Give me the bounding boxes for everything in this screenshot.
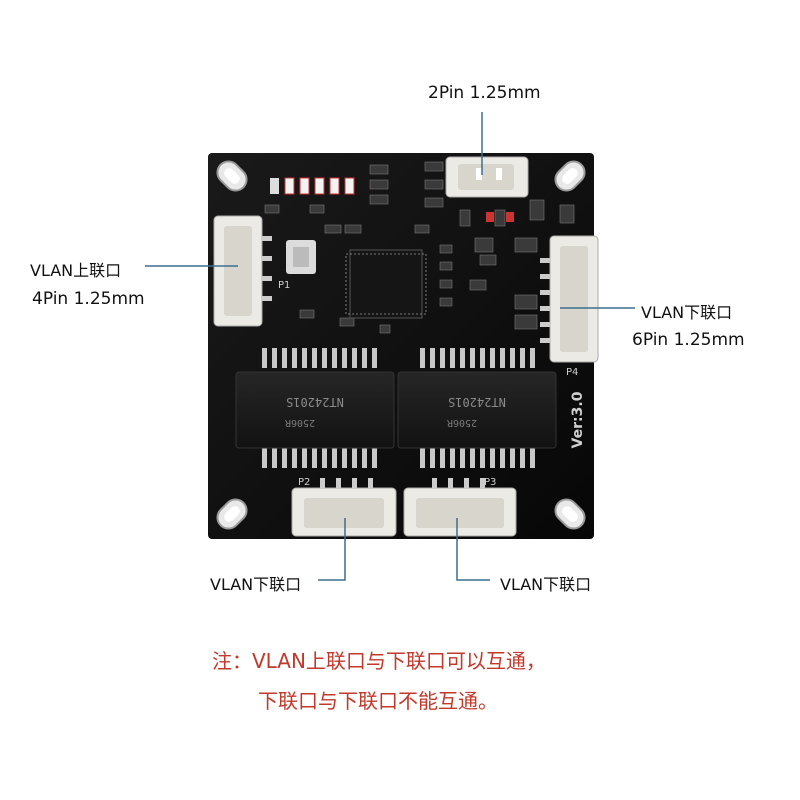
transformer-pins-bottom bbox=[262, 448, 535, 468]
chip-right-date: 2506R bbox=[446, 417, 477, 428]
connector-p3-bottom bbox=[403, 478, 517, 537]
p4-silkscreen: P4 bbox=[566, 367, 578, 378]
smd-components bbox=[264, 161, 575, 334]
label-bottom-left: VLAN下联口 bbox=[210, 575, 302, 594]
p1-silkscreen: P1 bbox=[278, 280, 290, 291]
connector-4pin-left bbox=[213, 215, 272, 327]
note-line-1: 注：VLAN上联口与下联口可以互通， bbox=[212, 649, 546, 673]
p2-silkscreen: P2 bbox=[298, 477, 310, 488]
mounting-holes bbox=[216, 160, 586, 530]
leader-lines bbox=[145, 112, 635, 581]
label-right-spec: 6Pin 1.25mm bbox=[632, 330, 745, 350]
chip-left-label: NT24201S bbox=[286, 395, 344, 409]
note-line-2: 下联口与下联口不能互通。 bbox=[258, 689, 498, 713]
p3-silkscreen: P3 bbox=[484, 477, 496, 488]
status-leds bbox=[270, 177, 355, 195]
label-2pin: 2Pin 1.25mm bbox=[428, 83, 541, 103]
transformer-left bbox=[235, 371, 395, 449]
connector-2pin-top bbox=[445, 156, 529, 198]
label-bottom-right: VLAN下联口 bbox=[500, 575, 592, 594]
label-left-name: VLAN上联口 bbox=[30, 261, 122, 280]
transformer-right bbox=[397, 371, 557, 449]
chip-left-date: 2506R bbox=[284, 417, 315, 428]
switch-ic bbox=[345, 249, 427, 319]
connector-6pin-right bbox=[540, 235, 599, 363]
chip-right-label: NT24201S bbox=[448, 395, 506, 409]
label-left-spec: 4Pin 1.25mm bbox=[32, 289, 145, 309]
version-silkscreen: Ver:3.0 bbox=[570, 391, 586, 448]
connector-p2-bottom bbox=[291, 478, 397, 537]
label-right-name: VLAN下联口 bbox=[641, 303, 733, 322]
transformer-pins-top bbox=[262, 348, 535, 368]
